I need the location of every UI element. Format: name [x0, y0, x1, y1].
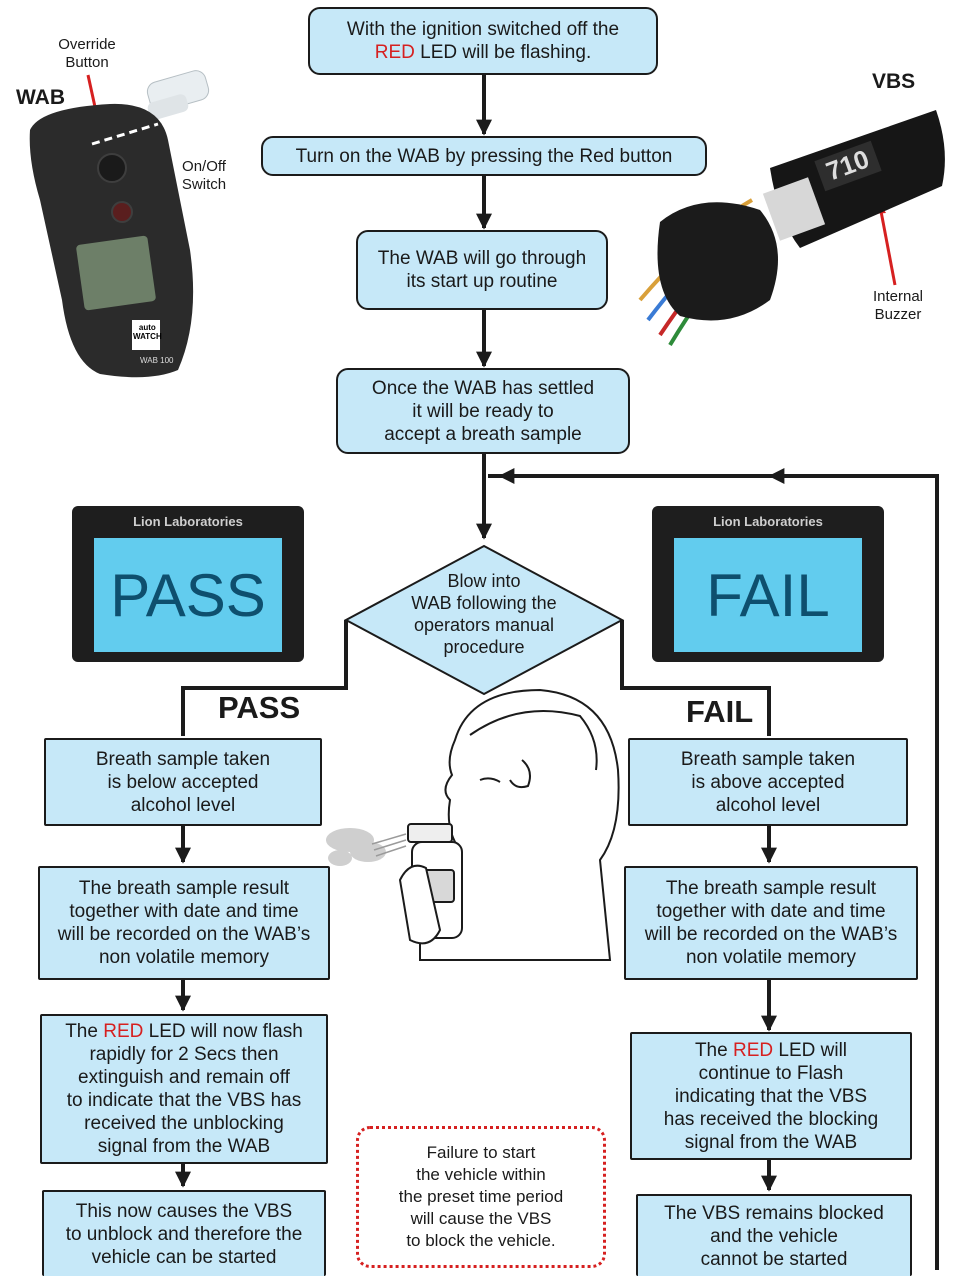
pass-vbs-unblock: This now causes the VBS to unblock and t… — [42, 1190, 326, 1276]
fail-result-recorded: The breath sample result together with d… — [624, 866, 918, 980]
fail-red-led-prefix: The — [694, 1039, 733, 1061]
pass-red-led-step: The RED LED will now flash rapidly for 2… — [40, 1014, 328, 1164]
fail-red-led-word: RED — [732, 1039, 774, 1061]
override-callout-arrowhead — [98, 139, 110, 152]
pass-red-led-rest: LED will now flash rapidly for 2 Secs th… — [66, 1021, 303, 1157]
fail-red-led-step: The RED LED will continue to Flash indic… — [630, 1032, 912, 1160]
red-led-text: RED — [374, 42, 415, 63]
override-callout-line — [86, 74, 106, 149]
fail-vbs-blocked: The VBS remains blocked and the vehicle … — [636, 1194, 912, 1276]
vbs-label: VBS — [872, 70, 916, 93]
fail-screen-lcd: FAIL — [674, 538, 862, 652]
fail-red-led-rest: LED will continue to Flash indicating th… — [663, 1039, 879, 1153]
fail-screen-header: Lion Laboratories — [713, 514, 823, 529]
loop-back-line — [488, 474, 939, 1270]
override-button-label: Override Button — [58, 36, 116, 71]
step-turn-on-wab: Turn on the WAB by pressing the Red butt… — [261, 136, 707, 176]
fail-branch-line — [620, 620, 771, 736]
pass-branch-label: PASS — [218, 690, 301, 725]
step-ignition-off-line2: LED will be flashing. — [414, 42, 592, 63]
pass-result-recorded: The breath sample result together with d… — [38, 866, 330, 980]
step-ignition-off: With the ignition switched off the RED L… — [308, 7, 658, 75]
internal-buzzer-label: Internal Buzzer — [872, 288, 924, 323]
buzzer-callout-line — [878, 205, 897, 286]
pass-screen-header: Lion Laboratories — [133, 514, 243, 529]
device-brand-label: auto WATCH — [133, 323, 162, 341]
decision-text: Blow into WAB following the operators ma… — [411, 571, 557, 657]
pass-sample-below: Breath sample taken is below accepted al… — [44, 738, 322, 826]
failure-to-start-note: Failure to start the vehicle within the … — [356, 1126, 606, 1268]
pass-branch-line — [181, 620, 348, 736]
onoff-switch-label: On/Off Switch — [181, 158, 227, 193]
pass-screen-lcd: PASS — [94, 538, 282, 652]
pass-red-led-word: RED — [103, 1021, 144, 1042]
step-startup-routine: The WAB will go through its start up rou… — [356, 230, 608, 310]
step-ignition-off-line1: With the ignition switched off the — [346, 19, 620, 40]
wab-label: WAB — [16, 86, 65, 109]
step-wab-settled: Once the WAB has settled it will be read… — [336, 368, 630, 454]
device-model-label: WAB 100 — [140, 356, 174, 365]
pass-screen: Lion Laboratories PASS — [72, 506, 304, 662]
buzzer-callout-arrowhead — [874, 202, 886, 214]
pass-red-led-prefix: The — [65, 1021, 104, 1042]
fail-sample-above: Breath sample taken is above accepted al… — [628, 738, 908, 826]
fail-branch-label: FAIL — [686, 694, 754, 729]
fail-screen: Lion Laboratories FAIL — [652, 506, 884, 662]
